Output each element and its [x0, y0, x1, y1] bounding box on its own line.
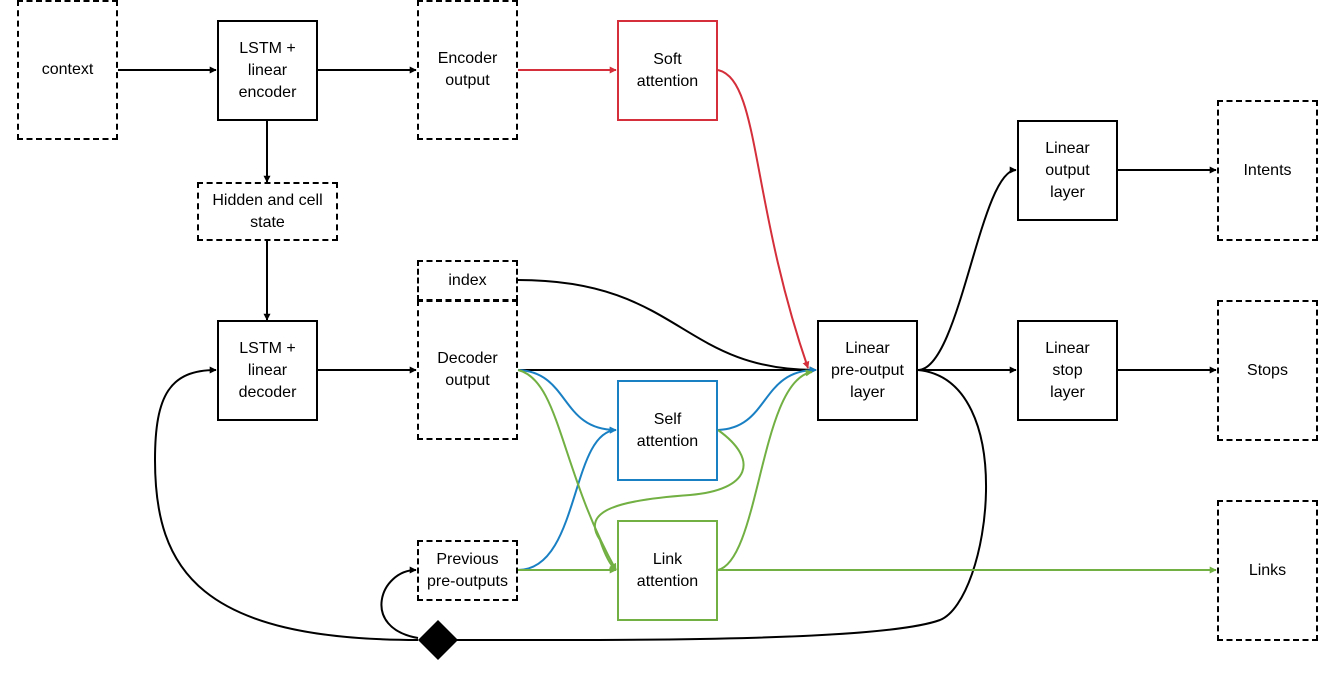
lstm-decoder-node: LSTM + linear decoder — [217, 320, 318, 421]
edge-previous-preoutputs-to-self-attention — [517, 426, 617, 571]
linear-output-layer-node: Linear output layer — [1017, 120, 1118, 221]
self-attention-node: Self attention — [617, 380, 718, 481]
linear-stop-layer-node: Linear stop layer — [1017, 320, 1118, 421]
lstm-encoder-node: LSTM + linear encoder — [217, 20, 318, 121]
intents-node: Intents — [1217, 100, 1318, 241]
edge-preoutput-to-output-layer — [917, 166, 1017, 371]
edge-self-attention-to-preoutput — [717, 366, 817, 431]
edge-decoder-output-to-self-attention — [517, 369, 617, 434]
edge-index-to-preoutput — [517, 279, 817, 374]
link-attention-node: Link attention — [617, 520, 718, 621]
merge-diamond-node — [418, 620, 458, 660]
edge-self-attention-to-link-attention — [593, 429, 745, 571]
decoder-output-node: Decoder output — [417, 300, 518, 440]
edge-decoder-output-to-link-attention — [517, 369, 617, 571]
edge-diamond-to-previous-preoutputs — [380, 566, 419, 639]
index-node: index — [417, 260, 518, 301]
hidden-cell-state-node: Hidden and cell state — [197, 182, 338, 241]
edge-diamond-to-decoder — [153, 366, 419, 641]
previous-preoutputs-node: Previous pre-outputs — [417, 540, 518, 601]
stops-node: Stops — [1217, 300, 1318, 441]
edge-link-attention-to-preoutput — [717, 369, 813, 571]
links-node: Links — [1217, 500, 1318, 641]
linear-preoutput-layer-node: Linear pre-output layer — [817, 320, 918, 421]
soft-attention-node: Soft attention — [617, 20, 718, 121]
edge-soft-attention-to-preoutput — [717, 69, 810, 369]
context-node: context — [17, 0, 118, 140]
edge-preoutput-to-diamond — [437, 369, 987, 642]
encoder-output-node: Encoder output — [417, 0, 518, 140]
